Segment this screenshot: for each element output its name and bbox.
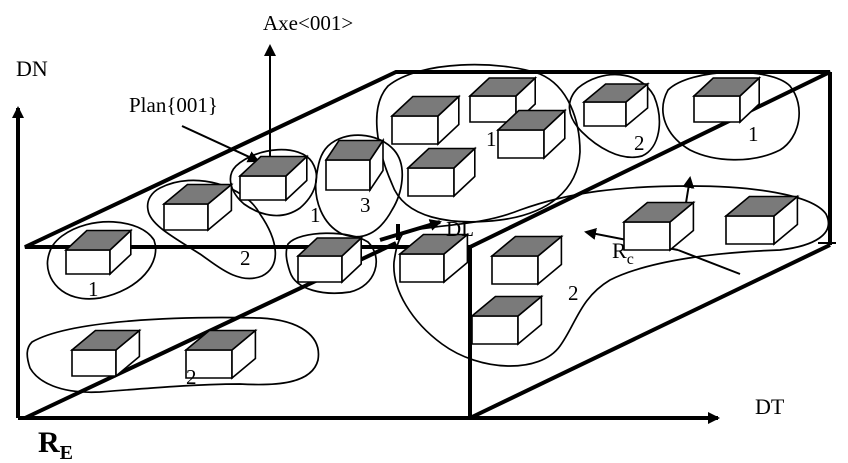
grain-top-face (389, 95, 461, 117)
grain-cube (691, 76, 762, 124)
grain-front-face (471, 315, 519, 345)
grain-front-face (725, 215, 775, 245)
dt-axis-label: DT (755, 394, 785, 419)
grain-top-face (324, 139, 385, 161)
grain-cube (581, 82, 650, 128)
group-outline (314, 134, 404, 238)
group-outline (26, 316, 320, 394)
grain-front-face (65, 249, 111, 275)
group-outline (146, 179, 277, 280)
grain-front-face (469, 95, 517, 123)
grain-cube (69, 328, 142, 378)
reference-axes (12, 44, 720, 424)
grain-top-face (621, 201, 696, 223)
rc-label-subscript: c (627, 251, 634, 268)
grain-cube (405, 146, 477, 198)
grain-top-face (405, 147, 477, 169)
group-outline (229, 148, 318, 217)
grain-cube (723, 194, 800, 246)
grain-cube (621, 200, 696, 252)
grain-groups (26, 63, 830, 394)
grain-front-face (399, 253, 445, 283)
grain-top-face (467, 77, 538, 97)
grain-cube (489, 234, 564, 286)
grain-top-face (295, 237, 364, 257)
grain-top-face (237, 155, 309, 177)
group-outline (393, 185, 830, 367)
grain-cube (63, 228, 133, 276)
grain-front-face (623, 221, 671, 251)
grain-top-face (469, 295, 544, 317)
plan-001-label: Plan{001} (129, 93, 218, 117)
grain-cube (324, 137, 385, 193)
grain-top-face (723, 195, 800, 217)
group-outline (662, 71, 801, 161)
group-outline (285, 232, 378, 295)
grain-cube (183, 328, 258, 380)
group-number: 3 (360, 193, 371, 217)
grain-front-face (497, 129, 545, 159)
group-number: 2 (568, 281, 579, 305)
grain-cube (161, 182, 234, 232)
rc-label: Rc (612, 238, 634, 268)
grain-front-face (693, 95, 741, 123)
grain-front-face (583, 101, 627, 127)
group-number: 1 (486, 127, 497, 151)
rc-right-line (677, 249, 741, 275)
grain-front-face (239, 175, 287, 201)
re-label-main: R (38, 426, 60, 459)
re-label: RE (38, 426, 73, 463)
grain-cube (389, 94, 461, 146)
plan-001-pointer-arrow (181, 125, 260, 163)
group-number: 2 (634, 131, 645, 155)
group-number: 2 (186, 365, 197, 389)
grain-top-face (581, 83, 650, 103)
grain-top-face (63, 229, 133, 251)
group-outline (568, 73, 661, 159)
grain-front-face (163, 203, 209, 231)
grain-top-face (161, 183, 234, 205)
block-bottom-right-edge (469, 243, 831, 420)
grain-top-face (495, 109, 567, 131)
dn-axis-label: DN (16, 56, 48, 81)
grain-cube (295, 236, 364, 284)
dl-axis-label: DL (446, 217, 474, 241)
grain-cube (397, 232, 470, 284)
grain-top-face (183, 329, 258, 351)
group-number: 1 (748, 122, 759, 146)
rc-label-main: R (612, 238, 627, 263)
group-number: 2 (240, 246, 251, 270)
grain-front-face (297, 255, 343, 283)
grain-top-face (691, 77, 762, 97)
grain-front-face (391, 115, 439, 145)
group-number: 1 (88, 277, 99, 301)
grain-cube (495, 108, 567, 160)
grain-front-face (325, 159, 371, 191)
axe-001-label: Axe<001> (263, 11, 353, 35)
grain-top-face (489, 235, 564, 257)
grain-front-face (71, 349, 117, 377)
grain-front-face (407, 167, 455, 197)
grain-top-face (397, 233, 470, 255)
grain-cube (469, 294, 544, 346)
grain-cubes (63, 76, 800, 380)
grain-top-face (69, 329, 142, 351)
grain-front-face (491, 255, 539, 285)
grain-cube (237, 154, 309, 202)
group-outline (46, 220, 157, 300)
re-label-subscript: E (60, 442, 73, 463)
group-number: 1 (310, 203, 321, 227)
